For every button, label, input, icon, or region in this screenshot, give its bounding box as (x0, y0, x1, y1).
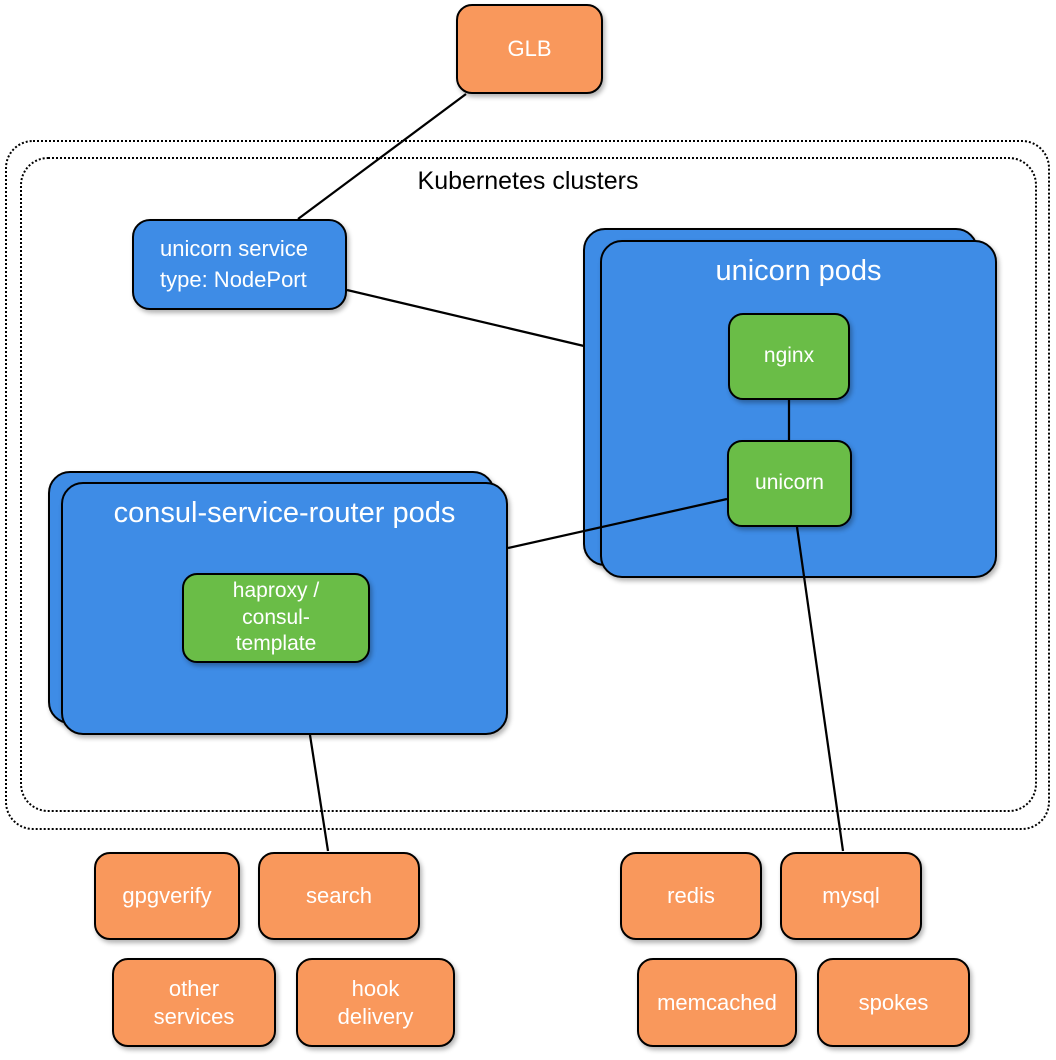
kubernetes-clusters-inner-boundary (20, 157, 1037, 812)
node-nginx: nginx (728, 313, 850, 400)
node-glb: GLB (456, 4, 603, 94)
node-gpgverify: gpgverify (94, 852, 240, 940)
node-unicorn-service-label: unicorn service type: NodePort (160, 235, 308, 292)
node-other-services: other services (112, 958, 276, 1047)
node-redis: redis (620, 852, 762, 940)
node-spokes-label: spokes (858, 989, 929, 1015)
node-hook-delivery: hook delivery (296, 958, 455, 1047)
consul-pods-title: consul-service-router pods (113, 497, 456, 529)
node-mysql: mysql (780, 852, 922, 940)
node-search-label: search (305, 883, 373, 909)
node-memcached: memcached (637, 958, 797, 1047)
kubernetes-clusters-outer-boundary (5, 140, 1050, 830)
node-mysql-label: mysql (822, 883, 880, 909)
unicorn-pods-group: unicorn pods (600, 240, 997, 578)
node-gpgverify-label: gpgverify (122, 883, 212, 909)
node-haproxy-consul-template: haproxy / consul- template (182, 573, 370, 663)
node-unicorn: unicorn (727, 440, 852, 527)
node-unicorn-service: unicorn service type: NodePort (132, 219, 347, 310)
node-nginx-label: nginx (763, 344, 815, 368)
node-haproxy-consul-template-label: haproxy / consul- template (232, 579, 320, 656)
node-hook-delivery-label: hook delivery (337, 976, 414, 1029)
node-glb-label: GLB (507, 36, 552, 62)
node-memcached-label: memcached (657, 989, 777, 1015)
node-unicorn-label: unicorn (755, 471, 824, 495)
node-redis-label: redis (667, 883, 715, 909)
kubernetes-clusters-title: Kubernetes clusters (417, 167, 639, 195)
node-search: search (258, 852, 420, 940)
node-other-services-label: other services (153, 976, 235, 1029)
node-spokes: spokes (817, 958, 970, 1047)
unicorn-pods-title: unicorn pods (715, 255, 882, 287)
